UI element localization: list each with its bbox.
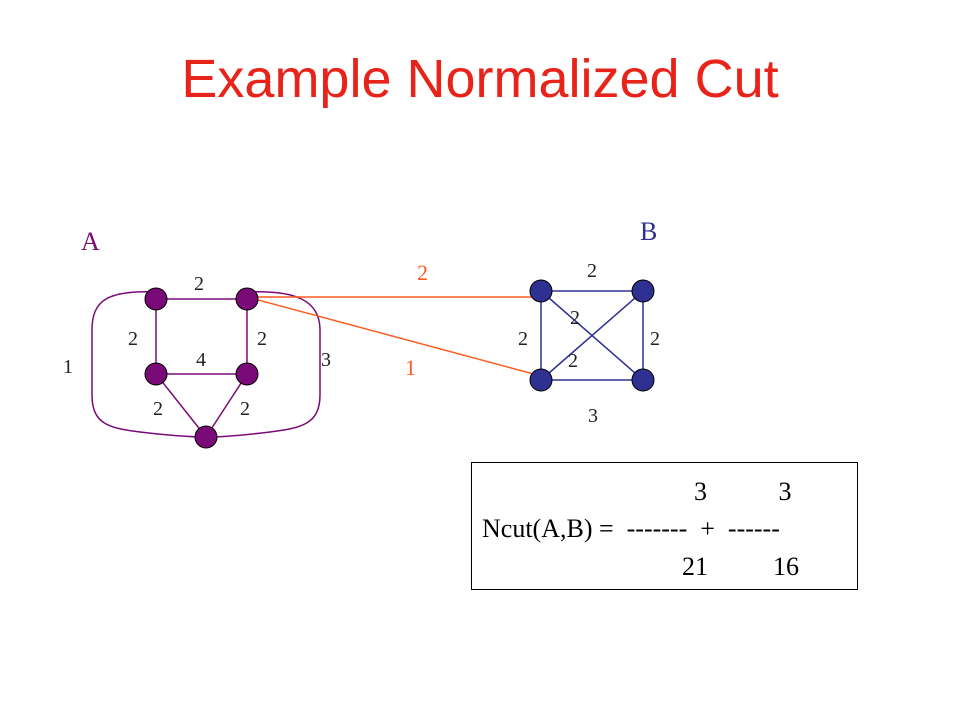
- graph-a-weight-bottom-left: 2: [153, 398, 163, 420]
- formula-equation: Ncut(A,B) = ------- + ------: [482, 514, 780, 543]
- graph-b-weight-left: 2: [518, 328, 528, 350]
- graph-b-edge-diagonal-2: [540, 290, 644, 381]
- graph-a-weight-outer-right: 3: [321, 349, 331, 371]
- graph-b-nodes: [529, 279, 655, 392]
- graph-a-edge-bottom-left: [155, 373, 207, 438]
- graph-b-node: [529, 279, 553, 303]
- cut-edge-lower: [246, 296, 542, 377]
- graph-a-node: [235, 362, 259, 386]
- graph-a-weight-outer-left: 1: [63, 356, 73, 378]
- set-a-label: A: [81, 227, 100, 256]
- graph-b-node: [631, 279, 655, 303]
- graph-a-edge-bottom-right: [205, 373, 248, 438]
- graph-a-weight-right: 2: [257, 328, 267, 350]
- graph-a-weight-left: 2: [128, 328, 138, 350]
- graph-b-edges: [540, 290, 644, 381]
- formula-numerators: 3 3: [694, 477, 792, 506]
- graph-a-nodes: [144, 287, 259, 449]
- graph-b-weight-diagonal-upper: 2: [570, 307, 580, 329]
- graph-b-node: [631, 368, 655, 392]
- graph-a-weight-bottom-right: 2: [240, 398, 250, 420]
- graph-b-weight-diagonal-lower: 2: [568, 350, 578, 372]
- graph-b-weight-bottom: 3: [588, 405, 598, 427]
- ncut-formula-box: 3 3 Ncut(A,B) = ------- + ------ 21 16: [471, 462, 858, 590]
- graph-a-node: [194, 425, 218, 449]
- graph-b-weight-right: 2: [650, 328, 660, 350]
- graph-a-weight-top: 2: [194, 273, 204, 295]
- graph-a-edge-outer-right: [205, 291, 321, 438]
- graph-a-edge-outer-left: [91, 291, 207, 438]
- graph-b-node: [529, 368, 553, 392]
- graph-a-edges: [91, 291, 321, 438]
- cut-weight-upper: 2: [417, 260, 428, 285]
- graph-a-node: [235, 287, 259, 311]
- graph-a-weight-middle: 4: [196, 349, 206, 371]
- formula-denominators: 21 16: [682, 552, 799, 581]
- slide-title: Example Normalized Cut: [181, 49, 779, 109]
- cut-weight-lower: 1: [405, 355, 416, 380]
- graph-b-weight-top: 2: [587, 260, 597, 282]
- graph-a-node: [144, 287, 168, 311]
- graph-a-node: [144, 362, 168, 386]
- set-b-label: B: [640, 217, 657, 246]
- cut-edges: [246, 296, 542, 377]
